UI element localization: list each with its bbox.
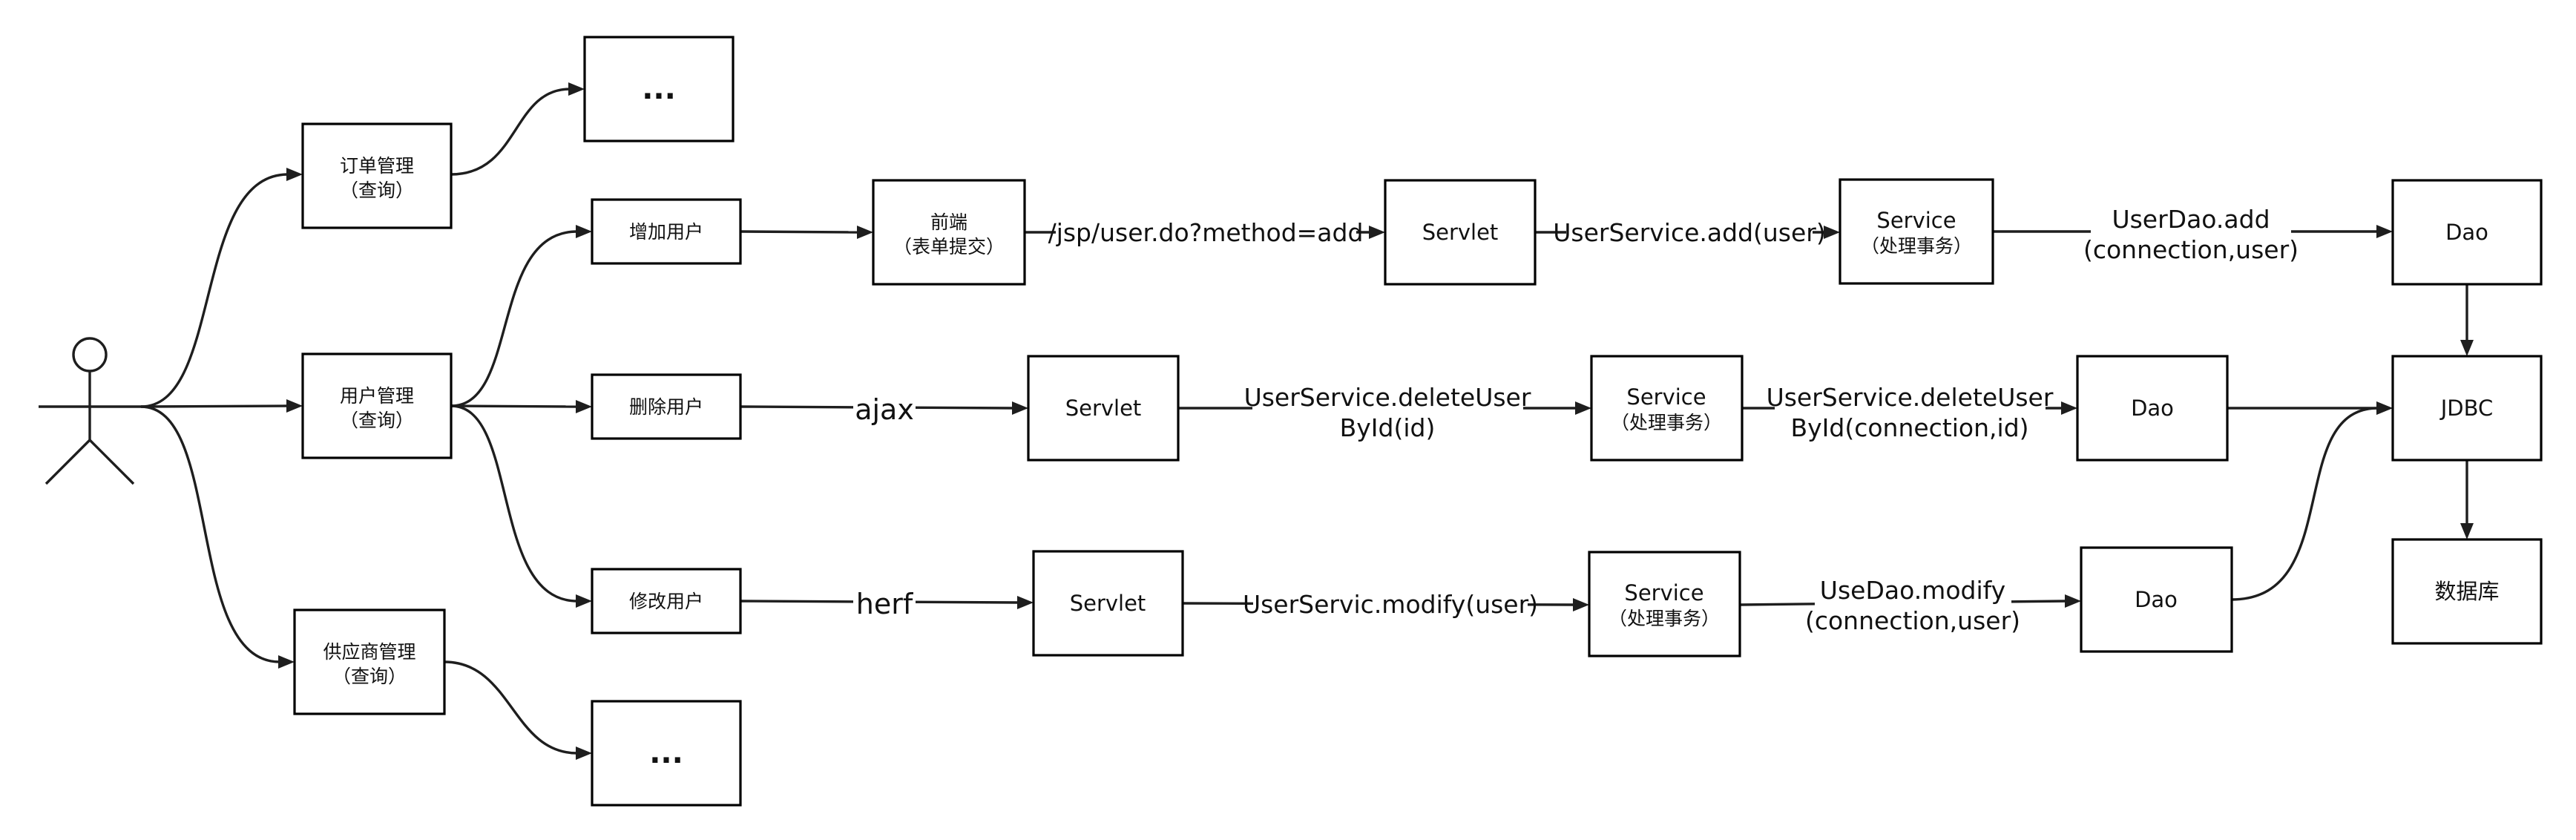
node-label-line1: 供应商管理	[323, 641, 415, 663]
edge-user-delete	[450, 404, 578, 408]
edge-label-delete-service-call-line1: UserService.deleteUser	[1244, 383, 1531, 412]
node-label-line2: （处理事务）	[1611, 412, 1722, 433]
edge-label-add-service-call: UserService.add(user)	[1553, 218, 1826, 247]
node-supplier-management[interactable]: 供应商管理 （查询）	[293, 608, 446, 715]
node-dao-add[interactable]: Dao	[2391, 179, 2543, 286]
node-label: JDBC	[2439, 396, 2494, 421]
arrowhead	[1369, 226, 1385, 239]
edge-label-add-dao-call-line2: (connection,user)	[2083, 235, 2299, 264]
node-user-management[interactable]: 用户管理 （查询）	[301, 352, 453, 459]
node-label-line2: （处理事务）	[1609, 608, 1720, 629]
node-label-line1: Service	[1876, 208, 1956, 233]
node-database[interactable]: 数据库	[2391, 538, 2543, 645]
node-label: Servlet	[1422, 220, 1499, 245]
arrowhead	[2460, 340, 2474, 356]
node-label: 删除用户	[629, 396, 703, 418]
node-label-line2: （处理事务）	[1861, 235, 1972, 257]
arrowhead	[2061, 401, 2077, 415]
arrowhead	[2376, 401, 2393, 415]
arrowhead	[2376, 225, 2393, 238]
node-service-add[interactable]: Service （处理事务）	[1839, 178, 1994, 285]
node-jdbc[interactable]: JDBC	[2391, 355, 2543, 462]
node-dao-modify[interactable]: Dao	[2080, 546, 2233, 653]
node-frontend-form[interactable]: 前端 （表单提交）	[872, 179, 1026, 286]
edge-label-delete-service-call-line2: ById(id)	[1340, 413, 1436, 442]
node-label: Servlet	[1065, 396, 1142, 421]
node-label-line1: 前端	[930, 211, 967, 233]
arrowhead	[1017, 596, 1034, 609]
arrowhead	[1012, 401, 1028, 415]
node-servlet-delete[interactable]: Servlet	[1027, 355, 1180, 462]
edge-label-modify-request: herf	[856, 588, 914, 620]
arrowhead	[1575, 401, 1591, 415]
arrowhead	[1824, 226, 1840, 239]
node-order-management[interactable]: 订单管理 （查询）	[301, 122, 453, 229]
node-label: ...	[649, 736, 683, 770]
arrowhead	[568, 82, 585, 96]
node-service-modify[interactable]: Service （处理事务）	[1588, 551, 1741, 657]
edge-label-delete-request: ajax	[855, 393, 914, 426]
edge-label-modify-service-call: UserServic.modify(user)	[1243, 590, 1538, 619]
edge-order-more	[450, 88, 571, 176]
edge-supplier-more	[444, 660, 578, 755]
node-label: ...	[642, 72, 676, 106]
node-dao-delete[interactable]: Dao	[2076, 355, 2229, 462]
node-label-line1: 用户管理	[340, 385, 414, 407]
node-servlet-add[interactable]: Servlet	[1384, 179, 1537, 286]
node-label-line2: （查询）	[340, 410, 414, 431]
node-label-line2: （表单提交）	[893, 236, 1005, 257]
arrowhead	[576, 594, 592, 608]
arrowhead	[576, 225, 592, 238]
edge-label-add-dao-call-line1: UserDao.add	[2112, 205, 2270, 234]
arrowhead	[857, 226, 873, 239]
node-modify-user[interactable]: 修改用户	[591, 568, 742, 634]
edge-actor-order	[140, 173, 289, 408]
node-label: Dao	[2135, 587, 2178, 612]
node-supplier-more[interactable]: ...	[591, 700, 742, 807]
arrowhead	[576, 747, 592, 760]
node-service-delete[interactable]: Service （处理事务）	[1590, 355, 1744, 462]
node-label: 修改用户	[629, 591, 703, 612]
arrowhead	[286, 168, 303, 181]
node-label-line1: 订单管理	[340, 155, 414, 177]
arrowhead	[576, 400, 592, 413]
edge-user-add	[450, 230, 578, 407]
node-label: Dao	[2445, 220, 2488, 245]
node-label-line2: （查询）	[340, 180, 414, 201]
node-label-line1: Service	[1626, 384, 1706, 410]
arrowhead	[2065, 594, 2081, 608]
node-order-more[interactable]: ...	[583, 36, 735, 142]
node-label: 增加用户	[629, 221, 703, 243]
actor-icon	[39, 337, 141, 485]
edge-actor-supplier	[140, 405, 280, 663]
edge-user-modify	[450, 404, 578, 603]
edge-label-add-request: /jsp/user.do?method=add	[1048, 218, 1364, 247]
edge-actor-user	[140, 404, 289, 408]
edge-label-delete-dao-call-line2: ById(connection,id)	[1790, 413, 2028, 442]
arrowhead	[1573, 598, 1589, 611]
node-label-line1: Service	[1624, 580, 1703, 606]
edge-labels: /jsp/user.do?method=add UserService.add(…	[853, 203, 2299, 637]
node-label-line2: （查询）	[332, 666, 407, 687]
node-label: Dao	[2131, 396, 2174, 421]
node-label: Servlet	[1070, 591, 1146, 616]
arrowhead	[278, 655, 295, 669]
node-label: 数据库	[2434, 579, 2499, 604]
edge-dao-jdbc-modify	[2231, 407, 2379, 601]
edge-label-modify-dao-call-line2: (connection,user)	[1805, 606, 2020, 635]
node-delete-user[interactable]: 删除用户	[591, 373, 742, 440]
arrowhead	[2460, 523, 2474, 539]
arrowhead	[286, 399, 303, 413]
node-add-user[interactable]: 增加用户	[591, 198, 742, 265]
node-servlet-modify[interactable]: Servlet	[1032, 550, 1184, 657]
edge-label-delete-dao-call-line1: UserService.deleteUser	[1767, 383, 2054, 412]
edge-label-modify-dao-call-line1: UseDao.modify	[1820, 576, 2005, 605]
